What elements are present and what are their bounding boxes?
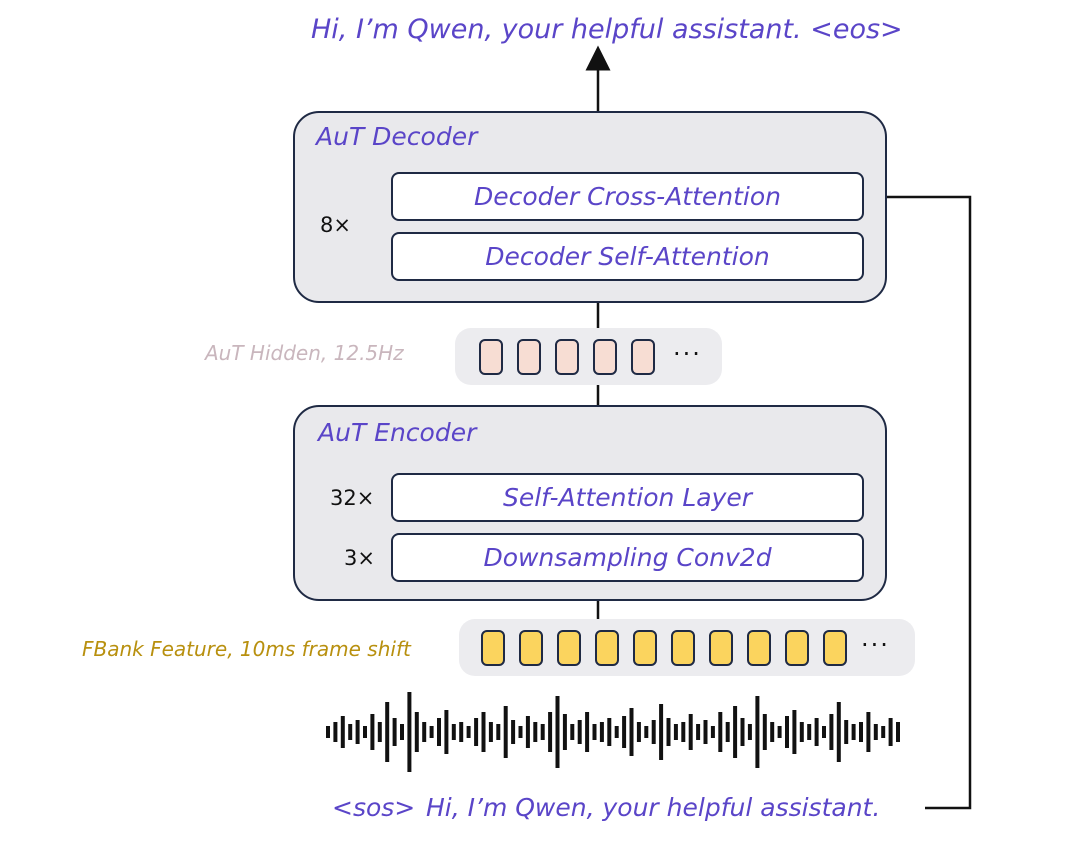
sos-token: <sos>	[332, 793, 416, 822]
feedback-line	[859, 184, 972, 810]
decoder-title: AuT Decoder	[316, 122, 478, 151]
fbank-token	[481, 630, 505, 666]
hidden-ellipsis: ···	[673, 340, 702, 368]
hidden-token-strip: ···	[455, 328, 722, 385]
encoder-conv-block: Downsampling Conv2d	[391, 533, 864, 582]
hidden-token	[517, 339, 541, 375]
decoder-cross-attention-block: Decoder Cross-Attention	[391, 172, 864, 221]
hidden-token	[555, 339, 579, 375]
encoder-title: AuT Encoder	[318, 418, 477, 447]
hidden-token	[593, 339, 617, 375]
encoder-self-attention-repeat: 32×	[330, 486, 375, 510]
fbank-token	[595, 630, 619, 666]
fbank-token	[519, 630, 543, 666]
encoder-self-attention-block: Self-Attention Layer	[391, 473, 864, 522]
encoder-conv-repeat: 3×	[344, 546, 375, 570]
fbank-token	[823, 630, 847, 666]
fbank-token	[633, 630, 657, 666]
decoder-repeat-label: 8×	[320, 213, 351, 237]
fbank-token	[557, 630, 581, 666]
input-text: Hi, I’m Qwen, your helpful assistant.	[426, 793, 881, 822]
fbank-token	[785, 630, 809, 666]
decoder-self-attention-block: Decoder Self-Attention	[391, 232, 864, 281]
hidden-label: AuT Hidden, 12.5Hz	[205, 341, 404, 365]
fbank-token	[671, 630, 695, 666]
fbank-ellipsis: ···	[861, 631, 890, 659]
fbank-token-strip: ···	[459, 619, 915, 676]
fbank-label: FBank Feature, 10ms frame shift	[82, 637, 411, 661]
hidden-token	[631, 339, 655, 375]
output-text: Hi, I’m Qwen, your helpful assistant. <e…	[311, 14, 903, 45]
hidden-token	[479, 339, 503, 375]
fbank-token	[709, 630, 733, 666]
fbank-token	[747, 630, 771, 666]
